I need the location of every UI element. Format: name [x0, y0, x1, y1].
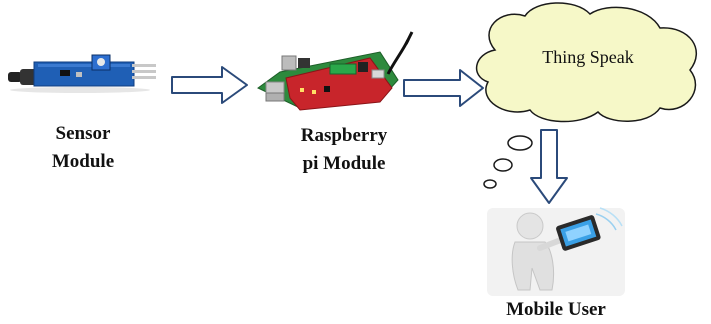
thing-speak-label: Thing Speak	[542, 47, 634, 67]
arrow-raspberry-to-cloud	[403, 69, 484, 107]
sensor-label-line1: Sensor	[55, 123, 111, 144]
mobile-user-label: Mobile User	[506, 299, 606, 320]
arrow-cloud-to-mobile	[530, 129, 568, 204]
person-with-tablet-icon	[487, 207, 625, 296]
thought-cloud-icon	[476, 2, 697, 189]
sensor-module-label: Sensor Module	[38, 120, 128, 176]
raspberry-pi-label: Raspberry pi Module	[288, 122, 400, 178]
arrow-sensor-to-raspberry	[171, 66, 248, 104]
raspberry-label-line1: Raspberry	[300, 125, 388, 146]
raspberry-pi-board-icon	[257, 31, 414, 111]
ir-sensor-module-icon	[8, 54, 156, 93]
sensor-label-line2: Module	[51, 151, 115, 172]
raspberry-label-line2: pi Module	[302, 153, 386, 174]
